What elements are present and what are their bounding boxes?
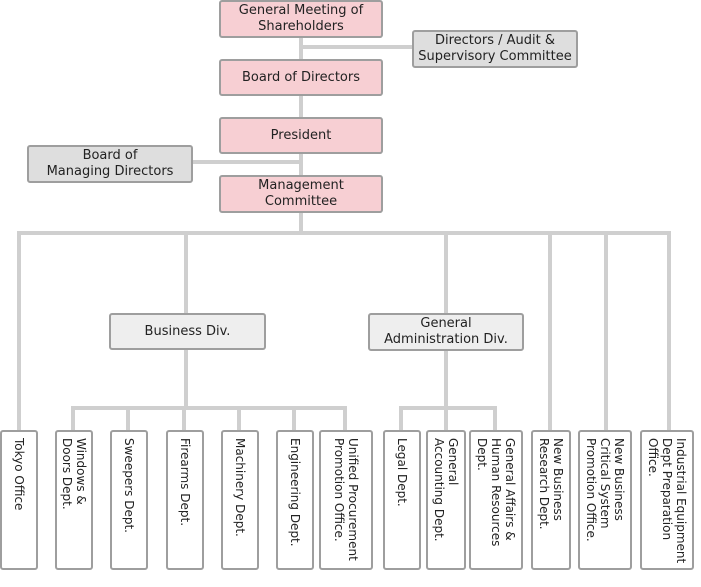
- dept-label: New Business Critical System Promotion O…: [584, 438, 626, 542]
- president-node: President: [219, 117, 383, 154]
- dept-label: Tokyo Office: [12, 438, 26, 511]
- dept-general-affairs-hr: General Affairs & Human Resources Dept.: [469, 430, 523, 570]
- connector-unified: [343, 406, 347, 432]
- connector-engineering: [292, 406, 296, 432]
- connector-critical: [604, 231, 608, 432]
- connector-admin-bar: [399, 406, 497, 410]
- connector-research: [548, 231, 552, 432]
- dept-label: Sweepers Dept.: [122, 438, 136, 533]
- management-committee-node: Management Committee: [219, 175, 383, 213]
- dept-label: Unified Procurement Promotion Office.: [332, 438, 360, 561]
- dept-legal: Legal Dept.: [383, 430, 421, 570]
- connector-machinery: [237, 406, 241, 432]
- dept-label: Machinery Dept.: [233, 438, 247, 537]
- connector-windows: [71, 406, 75, 432]
- connector-accounting: [444, 406, 448, 432]
- dept-label: Industrial Equipment Dept Preparation Of…: [646, 438, 688, 564]
- dept-unified-procurement: Unified Procurement Promotion Office.: [319, 430, 373, 570]
- connector-general-admin: [444, 231, 448, 315]
- connector-managing: [190, 160, 303, 164]
- dept-label: Firearms Dept.: [178, 438, 192, 527]
- dept-general-accounting: General Accounting Dept.: [426, 430, 466, 570]
- dept-label: Engineering Dept.: [288, 438, 302, 547]
- connector-firearms: [182, 406, 186, 432]
- connector-sweepers: [126, 406, 130, 432]
- dept-label: General Affairs & Human Resources Dept.: [475, 438, 517, 547]
- dept-machinery: Machinery Dept.: [221, 430, 259, 570]
- dept-label: General Accounting Dept.: [432, 438, 460, 542]
- dept-label: Windows & Doors Dept.: [60, 438, 88, 510]
- dept-tokyo-office: Tokyo Office: [0, 430, 38, 570]
- audit-committee-node: Directors / Audit & Supervisory Committe…: [412, 30, 578, 68]
- connector-audit: [299, 45, 415, 49]
- connector-business-bar: [71, 406, 347, 410]
- connector-business-down: [184, 347, 188, 408]
- connector-business: [184, 231, 188, 315]
- connector-main-horizontal: [17, 231, 671, 235]
- managing-directors-node: Board of Managing Directors: [27, 145, 193, 183]
- shareholders-node: General Meeting of Shareholders: [219, 0, 383, 38]
- connector-affairs: [493, 406, 497, 432]
- dept-engineering: Engineering Dept.: [276, 430, 314, 570]
- dept-new-business-research: New Business Research Dept.: [531, 430, 571, 570]
- connector-industrial: [667, 231, 671, 432]
- general-administration-node: General Administration Div.: [368, 313, 524, 351]
- dept-industrial-equipment: Industrial Equipment Dept Preparation Of…: [640, 430, 694, 570]
- dept-firearms: Firearms Dept.: [166, 430, 204, 570]
- dept-label: New Business Research Dept.: [537, 438, 565, 530]
- board-of-directors-node: Board of Directors: [219, 59, 383, 96]
- connector-legal: [399, 406, 403, 432]
- connector-tokyo: [17, 231, 21, 432]
- business-division-node: Business Div.: [109, 313, 266, 350]
- connector-admin-down: [444, 347, 448, 408]
- dept-label: Legal Dept.: [395, 438, 409, 507]
- dept-windows-doors: Windows & Doors Dept.: [55, 430, 93, 570]
- dept-sweepers: Sweepers Dept.: [110, 430, 148, 570]
- dept-critical-system-promotion: New Business Critical System Promotion O…: [578, 430, 632, 570]
